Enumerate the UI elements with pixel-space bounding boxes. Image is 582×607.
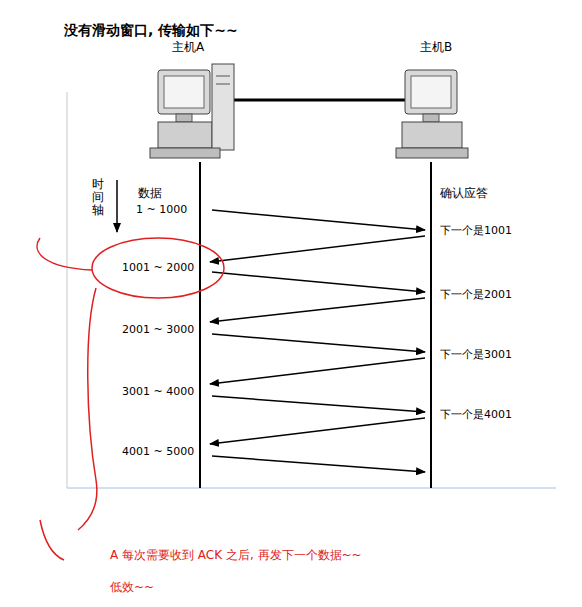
timeline [430,162,432,488]
segment-label: 1001 ~ 2000 [122,261,194,274]
ack-label: 下一个是4001 [440,408,512,421]
time-arrow [116,180,118,232]
computer-icon [150,64,234,158]
timeline [199,162,201,488]
network-cable [232,99,405,102]
segment-label: 3001 ~ 4000 [122,385,194,398]
frame-line [67,488,556,489]
segment-label: 4001 ~ 5000 [122,445,194,458]
column-header: 确认应答 [440,186,488,200]
axis-label: 时间轴 [92,178,104,218]
segment-label: 2001 ~ 3000 [122,323,194,336]
note-text: A 每次需要收到 ACK 之后, 再发下一个数据~~ [110,548,362,562]
ack-label: 下一个是3001 [440,348,512,361]
segment-label: 1 ~ 1000 [136,203,187,216]
red-annotation [37,238,224,560]
host-label: 主机A [172,40,204,54]
frame-line [67,92,68,488]
ack-arrows [210,236,425,444]
host-label: 主机B [420,40,452,54]
page-title: 没有滑动窗口, 传输如下~~ [64,22,238,39]
ack-label: 下一个是2001 [440,288,512,301]
note-text: 低效~~ [110,580,154,594]
computer-icon [396,70,468,158]
column-header: 数据 [138,186,162,200]
ack-label: 下一个是1001 [440,224,512,237]
